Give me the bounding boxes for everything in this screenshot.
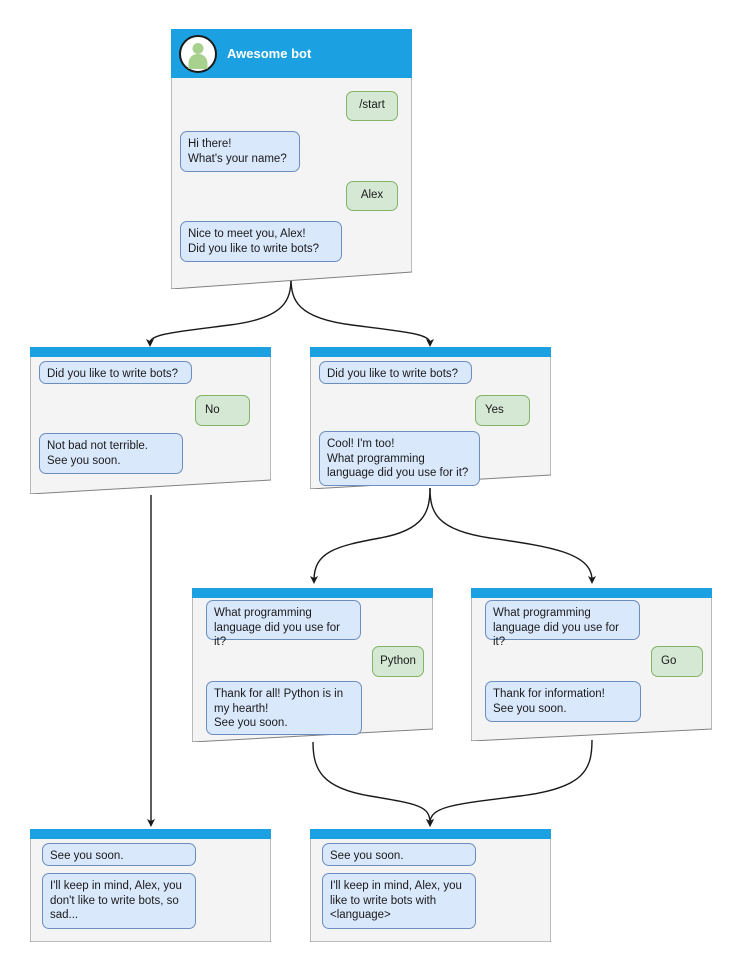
message-bubble-bot: Thank for information! See you soon. [485, 681, 641, 722]
message-bubble-user: Alex [346, 181, 398, 211]
edge-yes-to-python [310, 487, 431, 584]
node-end-yes-header [310, 829, 551, 839]
node-yes-branch[interactable]: Did you like to write bots? Yes Cool! I'… [310, 347, 551, 489]
message-bubble-user: /start [346, 91, 398, 121]
message-bubble-bot: Did you like to write bots? [319, 361, 472, 384]
node-no-branch[interactable]: Did you like to write bots? No Not bad n… [30, 347, 271, 494]
message-bubble-bot: What programming language did you use fo… [206, 600, 361, 648]
message-bubble-user: No [195, 395, 250, 426]
node-root-header: Awesome bot [171, 29, 412, 78]
node-no-branch-header [30, 347, 271, 357]
node-python-branch-header [192, 588, 433, 598]
message-bubble-user: Yes [475, 395, 530, 426]
node-yes-branch-header [310, 347, 551, 357]
user-avatar-icon [179, 34, 217, 73]
message-bubble-bot: Did you like to write bots? [39, 361, 192, 384]
node-end-no[interactable]: See you soon. I'll keep in mind, Alex, y… [30, 829, 271, 942]
node-end-no-header [30, 829, 271, 839]
node-root[interactable]: Awesome bot /start Hi there! What's your… [171, 29, 412, 289]
message-bubble-user: Python [372, 646, 424, 677]
message-bubble-bot: I'll keep in mind, Alex, you don't like … [42, 873, 196, 929]
edge-yes-to-go [429, 487, 596, 584]
node-go-branch-header [471, 588, 712, 598]
node-python-branch[interactable]: What programming language did you use fo… [192, 588, 433, 742]
message-bubble-bot: See you soon. [42, 843, 196, 866]
message-bubble-bot: See you soon. [322, 843, 476, 866]
edge-python-to-end-yes [312, 741, 434, 827]
message-bubble-bot: What programming language did you use fo… [485, 600, 640, 648]
bot-title: Awesome bot [227, 46, 312, 61]
message-bubble-bot: Not bad not terrible. See you soon. [39, 433, 183, 474]
message-bubble-bot: Thank for all! Python is in my hearth! S… [206, 681, 362, 735]
message-bubble-bot: Nice to meet you, Alex! Did you like to … [180, 221, 342, 262]
message-bubble-bot: Hi there! What's your name? [180, 131, 300, 172]
message-bubble-bot: I'll keep in mind, Alex, you like to wri… [322, 873, 476, 929]
edge-go-to-end-yes [426, 739, 593, 827]
message-bubble-user: Go [651, 646, 703, 677]
node-end-yes[interactable]: See you soon. I'll keep in mind, Alex, y… [310, 829, 551, 942]
message-bubble-bot: Cool! I'm too! What programming language… [319, 431, 480, 486]
node-go-branch[interactable]: What programming language did you use fo… [471, 588, 712, 741]
